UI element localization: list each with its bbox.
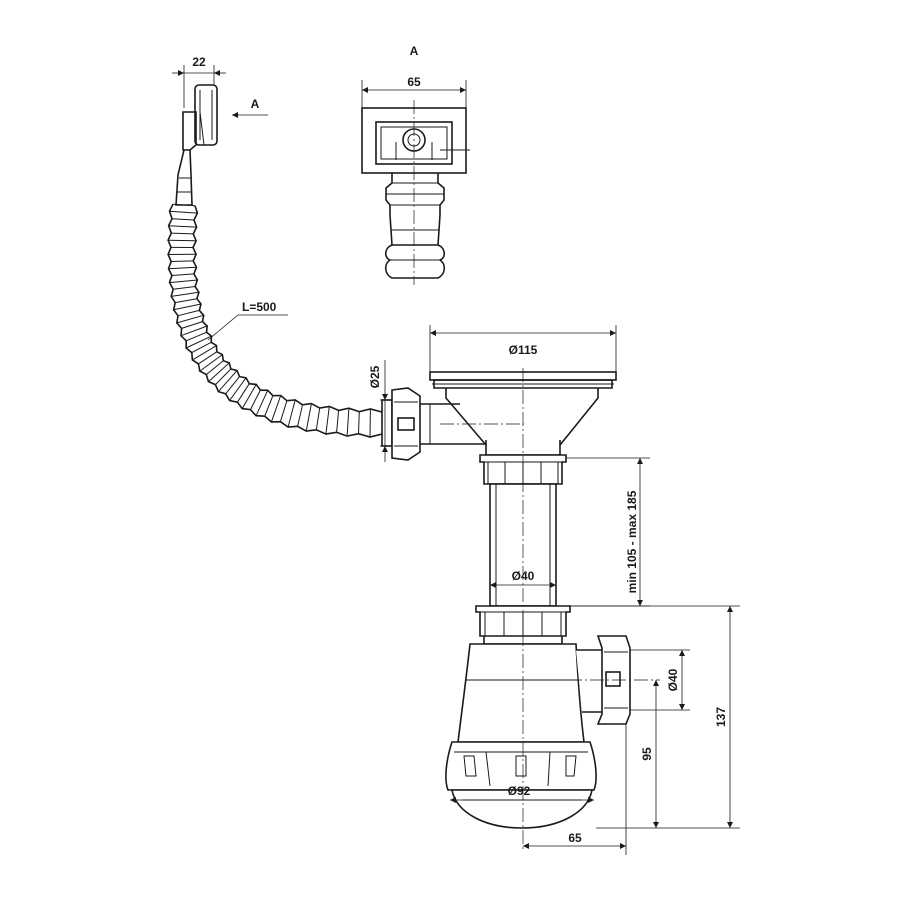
hose-ring [297,404,303,427]
hose-ring [215,368,232,385]
hose-ring [325,406,330,435]
dimensions [172,65,740,855]
hose-ring [185,335,212,349]
hose-ring [169,210,198,214]
hose-ring [176,314,204,324]
hose-ring [208,362,230,383]
overflow-head [175,84,218,206]
hose-ring [192,345,217,361]
overflow-front-view [361,100,470,285]
strainer-diameter-label: Ø115 [509,343,538,357]
hose-ring [199,354,223,372]
hose-ring [191,341,212,354]
overflow-head-width-label: 65 [407,75,421,89]
hose-ring [236,383,250,403]
hose-ring [336,410,340,433]
total-height-label: 137 [714,707,728,727]
hose-ring [177,309,200,317]
hose-ring [186,331,207,342]
hose-ring [172,203,196,207]
tube-diameter-label: Ø40 [512,569,535,583]
dimension-labels: 22 A A 65 L=500 Ø25 Ø115 Ø40 min 105 - m… [192,44,728,845]
connector-diameter-label: Ø25 [368,365,382,388]
hose-ring [241,384,257,409]
bottle-trap [445,635,631,829]
hose-ring [255,390,269,416]
hose-ring [279,400,288,422]
hose-ring [315,408,321,430]
outlet-offset-label: 65 [568,831,582,845]
adjustable-height-label: min 105 - max 185 [625,490,639,593]
centre-lines [440,368,660,850]
hose-ring [171,218,195,221]
hose-ring [264,395,274,417]
bottle-diameter-label: Ø92 [508,784,531,798]
hose-ring [225,376,240,395]
hose-ring [171,232,194,235]
hose-ring [180,325,208,337]
hose-ring [270,395,282,423]
outlet-height-label: 95 [640,747,654,761]
outlet-diameter-label: Ø40 [666,668,680,691]
hose-ring [171,260,194,262]
hose-ring [168,266,197,270]
hose-ring [249,389,261,410]
hose-ring [305,403,312,432]
hose-ring [346,408,350,437]
hose-ring [168,225,197,228]
hose-ring [205,360,224,375]
view-arrow-label: A [251,97,260,111]
hose-ring [173,303,202,311]
hose-ring [168,239,197,242]
hose-ring [287,399,296,428]
hose-ring [171,273,194,276]
overflow-hose [167,203,383,438]
hose-ring [169,279,198,284]
overflow-width-label: 22 [192,55,206,69]
hose-ring [181,321,203,329]
hose-ring [173,286,196,290]
hose-ring [198,351,218,365]
view-title-label: A [410,44,419,58]
hose-ring [229,377,247,401]
hose-ring [218,370,238,392]
hose-ring [175,298,197,304]
hose-ring [358,411,360,434]
hose-ring [171,291,199,297]
hose-length-label: L=500 [242,300,277,314]
